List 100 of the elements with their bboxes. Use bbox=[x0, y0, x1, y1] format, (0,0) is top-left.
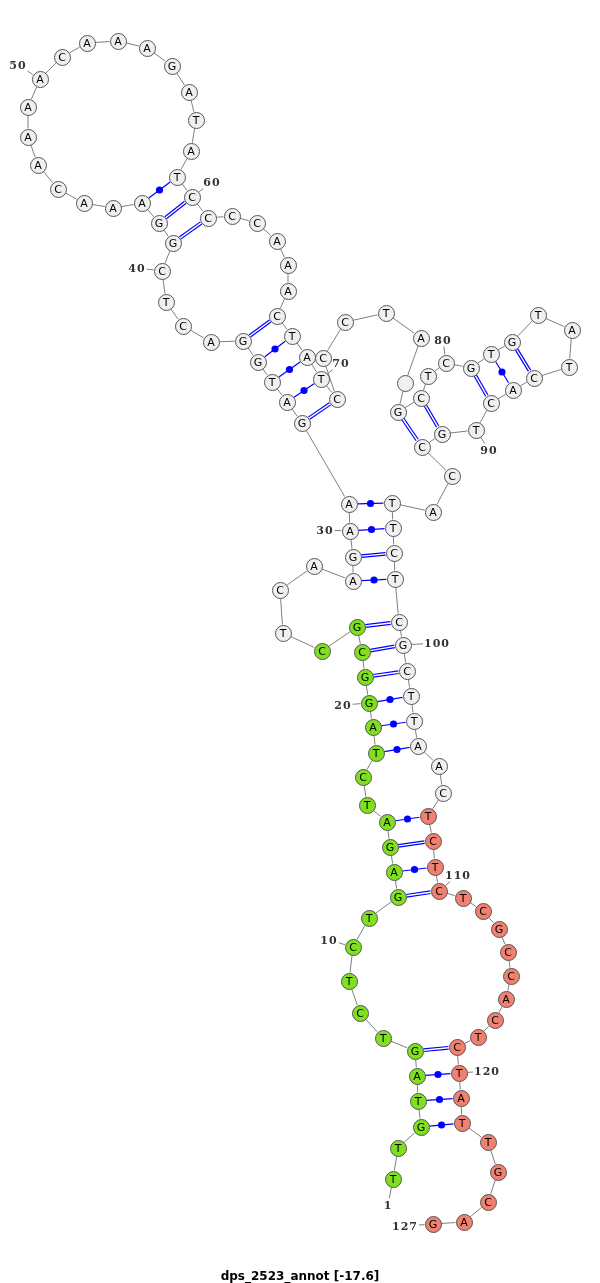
nucleotide-circle: T bbox=[312, 370, 330, 388]
nucleotide-circle: T bbox=[529, 306, 547, 324]
nucleotide-circle: T bbox=[560, 358, 578, 376]
base-pair-line bbox=[369, 644, 395, 650]
backbone-line bbox=[403, 1132, 416, 1143]
base-pair-line bbox=[425, 1098, 454, 1101]
backbone-line bbox=[497, 393, 507, 400]
backbone-line bbox=[170, 308, 179, 320]
backbone-line bbox=[311, 363, 317, 373]
nucleotide-circle: C bbox=[314, 349, 332, 367]
backbone-line bbox=[65, 192, 77, 200]
backbone-line bbox=[434, 367, 440, 372]
nucleotide-circle: A bbox=[180, 83, 198, 101]
base-pair-line bbox=[401, 867, 428, 872]
nucleotide-circle: G bbox=[348, 618, 366, 636]
nucleotide-circle: G bbox=[344, 548, 362, 566]
nucleotide-circle: A bbox=[412, 329, 430, 347]
backbone-line bbox=[411, 703, 414, 714]
backbone-line bbox=[290, 636, 315, 648]
backbone-line bbox=[296, 342, 303, 351]
nucleotide-circle: C bbox=[412, 389, 430, 407]
nucleotide-circle: A bbox=[455, 1213, 473, 1231]
position-number: 127 bbox=[392, 1219, 418, 1233]
backbone-line bbox=[470, 1206, 482, 1218]
backbone-line bbox=[391, 511, 394, 520]
base-pair-line bbox=[360, 578, 388, 582]
nucleotide-circle: T bbox=[340, 972, 358, 990]
backbone-line bbox=[497, 345, 506, 351]
nucleotide-circle: C bbox=[354, 768, 372, 786]
backbone-line bbox=[365, 1018, 378, 1033]
nucleotide-circle: T bbox=[367, 744, 385, 762]
leader-line bbox=[388, 1186, 392, 1199]
backbone-line bbox=[468, 1127, 482, 1138]
backbone-line bbox=[490, 1179, 496, 1195]
backbone-line bbox=[325, 385, 333, 393]
backbone-line bbox=[189, 329, 205, 339]
nucleotide-circle: A bbox=[78, 34, 96, 52]
nucleotide-circle: A bbox=[75, 194, 93, 212]
backbone-line bbox=[215, 216, 225, 218]
base-pair-line bbox=[293, 383, 315, 398]
backbone-line bbox=[501, 936, 506, 945]
nucleotide-circle: C bbox=[153, 262, 171, 280]
nucleotide-circle: T bbox=[187, 111, 205, 129]
backbone-line bbox=[507, 983, 510, 992]
backbone-line bbox=[427, 452, 447, 471]
nucleotide-circle: T bbox=[386, 570, 404, 588]
backbone-line bbox=[365, 684, 369, 696]
backbone-line bbox=[328, 631, 351, 647]
base-pair-line bbox=[264, 340, 286, 358]
nucleotide-circle: A bbox=[340, 495, 358, 513]
nucleotide-circle: T bbox=[360, 909, 378, 927]
nucleotide-circle: A bbox=[278, 393, 296, 411]
nucleotide-circle: C bbox=[437, 354, 455, 372]
backbone-line bbox=[362, 659, 365, 670]
nucleotide-circle: C bbox=[390, 613, 408, 631]
nucleotide-circle: A bbox=[109, 32, 127, 50]
nucleotide-circle: T bbox=[274, 624, 292, 642]
leader-line bbox=[443, 346, 446, 356]
backbone-line bbox=[176, 72, 185, 86]
backbone-line bbox=[219, 340, 235, 343]
backbone-line bbox=[569, 337, 572, 360]
nucleotide-circle: G bbox=[234, 332, 252, 350]
backbone-line bbox=[453, 364, 464, 367]
nucleotide-circle: A bbox=[19, 98, 37, 116]
nucleotide-circle: C bbox=[328, 390, 346, 408]
nucleotide-circle: A bbox=[104, 199, 122, 217]
leader-line bbox=[198, 188, 204, 193]
leader-line bbox=[352, 703, 362, 705]
nucleotide-circle: C bbox=[486, 1011, 504, 1029]
nucleotide-circle: A bbox=[497, 990, 515, 1008]
backbone-line bbox=[291, 408, 298, 417]
backbone-line bbox=[276, 388, 283, 396]
nucleotide-circle: T bbox=[454, 889, 472, 907]
base-pair-line bbox=[376, 696, 404, 703]
nucleotide-circle: G bbox=[406, 1042, 424, 1060]
leader-line bbox=[327, 369, 334, 375]
backbone-line bbox=[477, 358, 485, 364]
backbone-line bbox=[68, 46, 81, 54]
nucleotide-circle: A bbox=[409, 737, 427, 755]
position-number: 10 bbox=[320, 933, 338, 947]
nucleotide-circle: A bbox=[31, 70, 49, 88]
backbone-line bbox=[27, 115, 29, 129]
backbone-line bbox=[429, 823, 432, 834]
nucleotide-circle: C bbox=[448, 1038, 466, 1056]
backbone-line bbox=[287, 273, 289, 283]
backbone-line bbox=[404, 401, 415, 409]
nucleotide-circle: C bbox=[49, 180, 67, 198]
position-number: 90 bbox=[480, 443, 498, 457]
nucleotide-circle: C bbox=[413, 438, 431, 456]
nucleotide-circle: A bbox=[424, 503, 442, 521]
backbone-line bbox=[418, 1108, 421, 1120]
nucleotide-circle: T bbox=[482, 345, 500, 363]
nucleotide-circle: G bbox=[462, 359, 480, 377]
nucleotide-circle: T bbox=[469, 1028, 487, 1046]
leader-line bbox=[480, 436, 486, 444]
backbone-line bbox=[387, 829, 390, 840]
backbone-line bbox=[399, 390, 404, 405]
backbone-line bbox=[348, 512, 351, 523]
backbone-line bbox=[423, 383, 426, 391]
backbone-line bbox=[392, 536, 395, 545]
